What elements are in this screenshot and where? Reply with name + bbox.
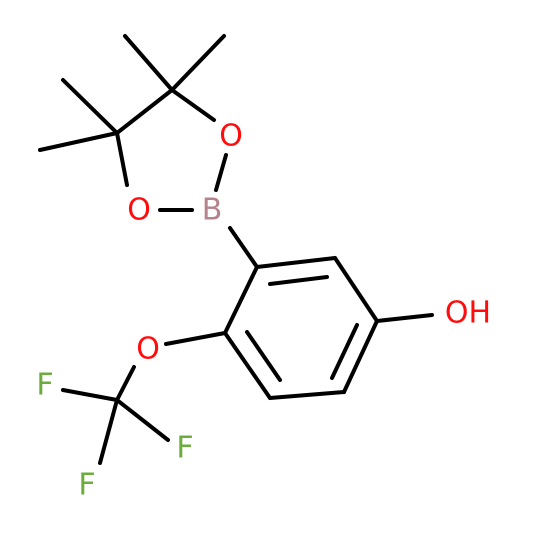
atom-boron: B xyxy=(202,193,223,228)
bond-ring-5 xyxy=(223,331,272,400)
bond-ring-1 xyxy=(255,256,337,269)
atom-fluorine-3: F xyxy=(78,468,95,503)
bond-ring-otop-b xyxy=(214,153,228,192)
bond-cf3-f1 xyxy=(61,388,119,402)
bond-ring-4 xyxy=(268,390,346,400)
bond-ring-6 xyxy=(223,265,259,335)
bond-cf3-f2 xyxy=(115,398,170,442)
bond-methyl-4 xyxy=(38,131,119,152)
bond-methyl-3 xyxy=(61,78,119,135)
atom-oxygen-ring-left: O xyxy=(127,193,151,228)
atom-oxygen-ether: O xyxy=(136,332,160,367)
bond-methyl-2 xyxy=(170,34,226,92)
bond-c-oether xyxy=(164,331,227,346)
bond-oh xyxy=(375,313,434,323)
atom-fluorine-2: F xyxy=(176,431,193,466)
bond-ring-1-inner xyxy=(268,275,329,286)
bond-b-aryl xyxy=(228,226,259,269)
bond-ring-3 xyxy=(342,319,379,394)
bond-ring-c-otop xyxy=(170,88,216,122)
bond-ring-3-inner xyxy=(330,323,359,380)
bond-ring-5-inner xyxy=(245,330,282,382)
bond-ring-2 xyxy=(333,256,379,323)
bond-ring-cc xyxy=(115,88,174,135)
atom-fluorine-1: F xyxy=(36,368,53,403)
bond-methyl-1 xyxy=(123,34,174,92)
atom-hydroxyl: OH xyxy=(445,296,491,331)
bond-cf3-f3 xyxy=(98,398,119,465)
bond-oether-cf3 xyxy=(115,365,136,402)
bond-ring-c-oleft xyxy=(115,131,129,187)
atom-oxygen-ring-top: O xyxy=(219,119,243,154)
